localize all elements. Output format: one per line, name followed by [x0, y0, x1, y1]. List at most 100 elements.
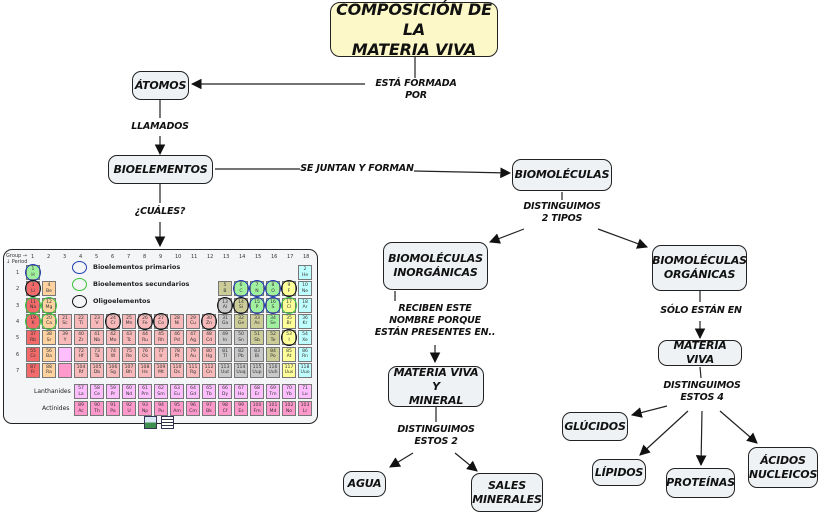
element-cell[interactable]: 114 Uuq — [234, 362, 248, 378]
element-cell[interactable]: 44 Ru — [138, 330, 152, 346]
element-cell[interactable]: 102 No — [282, 401, 296, 416]
element-cell[interactable]: 57 La — [74, 384, 88, 399]
element-cell[interactable]: 59 Pr — [106, 384, 120, 399]
element-cell[interactable]: 4 Be — [42, 281, 56, 297]
element-cell[interactable]: 60 Nd — [122, 384, 136, 399]
element-cell[interactable]: 32 Ge — [234, 313, 248, 329]
element-cell[interactable]: 84 Po — [266, 346, 280, 362]
element-cell[interactable]: 86 Rn — [298, 346, 312, 362]
element-cell[interactable]: 94 Pu — [154, 401, 168, 416]
node-proteinas[interactable]: PROTEÍNAS — [666, 468, 735, 498]
element-cell[interactable]: 112 Cn — [202, 362, 216, 378]
element-cell[interactable]: 70 Yb — [282, 384, 296, 399]
element-cell[interactable]: 77 Ir — [154, 346, 168, 362]
node-biomoleculas-inorganicas[interactable]: BIOMOLÉCULAS INORGÁNICAS — [383, 242, 488, 290]
element-cell[interactable]: 37 Rb — [26, 330, 40, 346]
element-cell[interactable]: 80 Hg — [202, 346, 216, 362]
element-cell[interactable]: 23 V — [90, 313, 104, 329]
document-icon[interactable] — [161, 416, 174, 429]
element-cell[interactable]: 45 Rh — [154, 330, 168, 346]
element-cell[interactable]: 106 Sg — [106, 362, 120, 378]
element-cell[interactable]: 78 Pt — [170, 346, 184, 362]
element-cell[interactable]: 41 Nb — [90, 330, 104, 346]
element-cell[interactable]: 5 B — [218, 281, 232, 297]
element-cell[interactable]: 97 Bk — [202, 401, 216, 416]
element-cell[interactable]: 105 Db — [90, 362, 104, 378]
element-cell[interactable]: 29 Cu — [186, 313, 200, 329]
element-cell[interactable]: 71 Lu — [298, 384, 312, 399]
element-cell[interactable]: 47 Ag — [186, 330, 200, 346]
element-cell[interactable]: 109 Mt — [154, 362, 168, 378]
node-glucidos[interactable]: GLÚCIDOS — [562, 412, 628, 441]
element-cell[interactable]: 107 Bh — [122, 362, 136, 378]
element-cell[interactable]: 55 Cs — [26, 346, 40, 362]
element-cell[interactable]: 73 Ta — [90, 346, 104, 362]
element-cell[interactable]: 90 Th — [90, 401, 104, 416]
element-cell[interactable]: 28 Ni — [170, 313, 184, 329]
element-cell[interactable]: 33 As — [250, 313, 264, 329]
element-cell[interactable] — [58, 346, 72, 362]
element-cell[interactable]: 39 Y — [58, 330, 72, 346]
element-cell[interactable]: 110 Ds — [170, 362, 184, 378]
element-cell[interactable]: 61 Pm — [138, 384, 152, 399]
element-cell[interactable]: 85 At — [282, 346, 296, 362]
element-cell[interactable]: 79 Au — [186, 346, 200, 362]
element-cell[interactable]: 65 Tb — [202, 384, 216, 399]
element-cell[interactable]: 117 Uus — [282, 362, 296, 378]
node-atomos[interactable]: ÁTOMOS — [132, 71, 189, 100]
node-materia-viva-mineral[interactable]: MATERIA VIVA Y MINERAL — [388, 366, 484, 407]
element-cell[interactable]: 62 Sm — [154, 384, 168, 399]
node-sales-minerales[interactable]: SALES MINERALES — [471, 473, 543, 512]
element-cell[interactable]: 87 Fr — [26, 362, 40, 378]
node-biomoleculas[interactable]: BIOMOLÉCULAS — [512, 159, 612, 191]
element-cell[interactable]: 40 Zr — [74, 330, 88, 346]
element-cell[interactable]: 91 Pa — [106, 401, 120, 416]
node-acidos-nucleicos[interactable]: ÁCIDOS NUCLEICOS — [748, 447, 818, 488]
element-cell[interactable]: 66 Dy — [218, 384, 232, 399]
element-cell[interactable]: 93 Np — [138, 401, 152, 416]
element-cell[interactable]: 92 U — [122, 401, 136, 416]
element-cell[interactable]: 63 Eu — [170, 384, 184, 399]
element-cell[interactable]: 21 Sc — [58, 313, 72, 329]
element-cell[interactable]: 88 Ra — [42, 362, 56, 378]
element-cell[interactable]: 50 Sn — [234, 330, 248, 346]
element-cell[interactable]: 52 Te — [266, 330, 280, 346]
node-bioelementos[interactable]: BIOELEMENTOS — [108, 155, 213, 184]
element-cell[interactable]: 54 Xe — [298, 330, 312, 346]
element-cell[interactable]: 49 In — [218, 330, 232, 346]
element-cell[interactable]: 82 Pb — [234, 346, 248, 362]
element-cell[interactable]: 56 Ba — [42, 346, 56, 362]
element-cell[interactable]: 64 Gd — [186, 384, 200, 399]
element-cell[interactable]: 116 Uuh — [266, 362, 280, 378]
node-materia-viva[interactable]: MATERIA VIVA — [658, 339, 742, 366]
element-cell[interactable]: 81 Tl — [218, 346, 232, 362]
element-cell[interactable]: 100 Fm — [250, 401, 264, 416]
element-cell[interactable]: 48 Cd — [202, 330, 216, 346]
node-agua[interactable]: AGUA — [343, 471, 386, 497]
element-cell[interactable]: 43 Tc — [122, 330, 136, 346]
element-cell[interactable]: 34 Se — [266, 313, 280, 329]
element-cell[interactable]: 115 Uup — [250, 362, 264, 378]
element-cell[interactable]: 108 Hs — [138, 362, 152, 378]
image-icon[interactable] — [144, 416, 157, 429]
node-lipidos[interactable]: LÍPIDOS — [592, 459, 646, 486]
element-cell[interactable]: 99 Es — [234, 401, 248, 416]
element-cell[interactable]: 74 W — [106, 346, 120, 362]
element-cell[interactable]: 69 Tm — [266, 384, 280, 399]
element-cell[interactable]: 25 Mn — [122, 313, 136, 329]
element-cell[interactable]: 22 Ti — [74, 313, 88, 329]
element-cell[interactable]: 42 Mo — [106, 330, 120, 346]
element-cell[interactable]: 67 Ho — [234, 384, 248, 399]
element-cell[interactable]: 58 Ce — [90, 384, 104, 399]
element-cell[interactable]: 72 Hf — [74, 346, 88, 362]
element-cell[interactable]: 38 Sr — [42, 330, 56, 346]
element-cell[interactable]: 103 Lr — [298, 401, 312, 416]
element-cell[interactable]: 2 He — [298, 265, 312, 280]
node-biomoleculas-organicas[interactable]: BIOMOLÉCULAS ORGÁNICAS — [652, 245, 747, 291]
element-cell[interactable]: 83 Bi — [250, 346, 264, 362]
element-cell[interactable]: 51 Sb — [250, 330, 264, 346]
node-title[interactable]: COMPOSICIÓN DE LA MATERIA VIVA — [330, 0, 498, 59]
element-cell[interactable]: 75 Re — [122, 346, 136, 362]
element-cell[interactable]: 95 Am — [170, 401, 184, 416]
